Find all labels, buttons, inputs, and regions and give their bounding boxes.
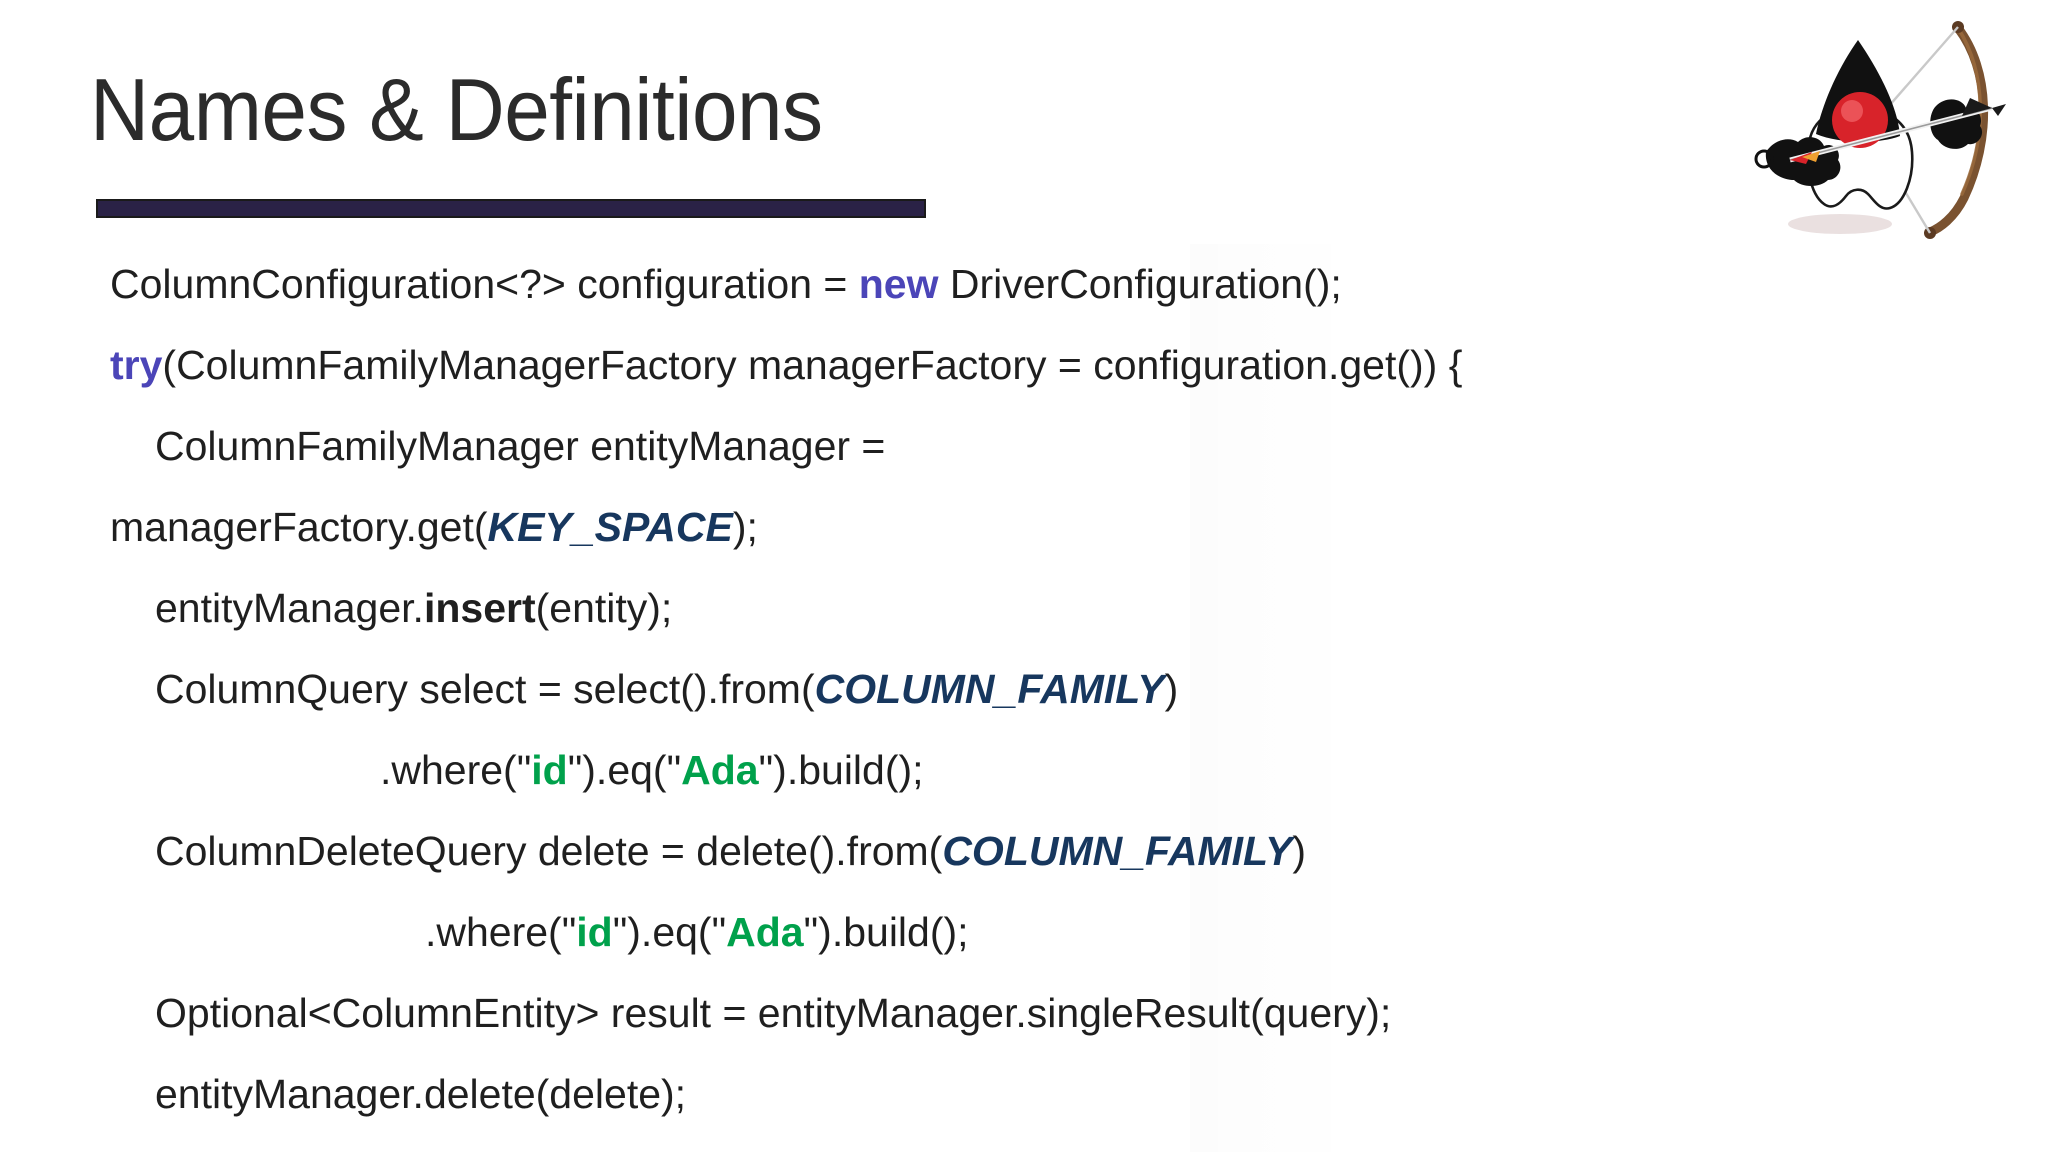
code-token-string: id [531,747,568,793]
code-token-plain: ").eq(" [567,747,682,793]
code-token-keyword: try [110,342,163,388]
code-line: ColumnQuery select = select().from(COLUM… [0,649,2048,730]
code-line: ColumnConfiguration<?> configuration = n… [0,244,2048,325]
code-token-plain: ) [1292,828,1306,874]
code-token-string: Ada [726,909,804,955]
code-line: entityManager.insert(entity); [0,568,2048,649]
code-token-plain: ); [732,504,758,550]
code-token-plain: ColumnDeleteQuery delete = delete().from… [155,828,943,874]
code-token-plain: Optional<ColumnEntity> result = entityMa… [155,990,1392,1036]
code-token-keyword: new [858,261,939,307]
code-token-plain: ) [1164,666,1179,712]
code-token-plain: DriverConfiguration(); [938,261,1342,307]
code-token-constant: KEY_SPACE [487,504,733,550]
code-token-plain: .where(" [380,747,532,793]
code-line: Optional<ColumnEntity> result = entityMa… [0,973,2048,1054]
code-token-constant: COLUMN_FAMILY [942,828,1293,874]
code-line: entityManager.delete(delete); [0,1054,2048,1135]
code-token-plain: .where(" [425,909,577,955]
code-token-method: insert [423,585,536,631]
code-line: ColumnDeleteQuery delete = delete().from… [0,811,2048,892]
code-token-plain: entityManager. [155,585,424,631]
code-token-plain: (entity); [535,585,673,631]
title-block: Names & Definitions [90,62,1290,157]
code-line: try(ColumnFamilyManagerFactory managerFa… [0,325,2048,406]
code-token-plain: ColumnQuery select = select().from( [155,666,815,712]
code-token-plain: ColumnFamilyManager entityManager = [155,423,886,469]
code-token-plain: entityManager.delete(delete); [155,1071,687,1117]
code-token-plain: ").build(); [758,747,924,793]
code-token-plain: (ColumnFamilyManagerFactory managerFacto… [162,342,1463,388]
code-token-plain: ").eq(" [612,909,727,955]
java-duke-archer-logo [1740,12,2010,254]
code-token-constant: COLUMN_FAMILY [814,666,1165,712]
code-line: ColumnFamilyManager entityManager = [0,406,2048,487]
code-block: ColumnConfiguration<?> configuration = n… [0,244,2048,1135]
title-underline-rule [96,199,926,218]
code-token-plain: ").build(); [803,909,969,955]
code-token-plain: ColumnConfiguration<?> configuration = [110,261,859,307]
code-token-plain: managerFactory.get( [110,504,488,550]
code-token-string: Ada [681,747,759,793]
code-line: .where("id").eq("Ada").build(); [0,730,2048,811]
code-line: .where("id").eq("Ada").build(); [0,892,2048,973]
code-token-string: id [576,909,613,955]
page-title: Names & Definitions [90,60,823,159]
code-line: managerFactory.get(KEY_SPACE); [0,487,2048,568]
